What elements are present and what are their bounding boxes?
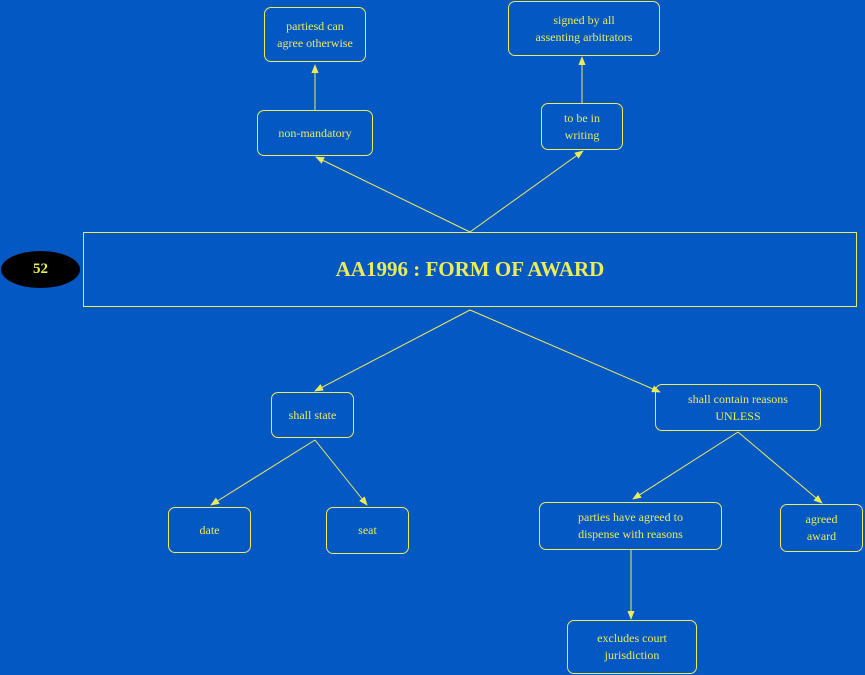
node-shall-contain-reasons: shall contain reasons UNLESS bbox=[655, 384, 821, 431]
node-date: date bbox=[168, 507, 251, 553]
main-title-box: AA1996 : FORM OF AWARD bbox=[83, 232, 857, 307]
edge-main-to-writing bbox=[469, 150, 584, 233]
node-signed-by-all: signed by all assenting arbitrators bbox=[508, 1, 660, 56]
edge-main-to-non-mandatory bbox=[315, 156, 471, 233]
node-to-be-in-writing: to be in writing bbox=[541, 103, 623, 150]
edge-reasons-to-agreed-award bbox=[737, 431, 823, 504]
edge-shall-state-to-seat bbox=[314, 439, 368, 506]
edge-reasons-to-dispense bbox=[632, 431, 739, 500]
node-parties-agreed-dispense: parties have agreed to dispense with rea… bbox=[539, 502, 722, 550]
node-non-mandatory: non-mandatory bbox=[257, 110, 373, 156]
page-title: AA1996 : FORM OF AWARD bbox=[335, 257, 605, 281]
node-parties-can-agree: partiesd can agree otherwise bbox=[264, 7, 366, 62]
node-agreed-award: agreed award bbox=[780, 504, 863, 552]
node-shall-state: shall state bbox=[271, 392, 354, 438]
node-seat: seat bbox=[326, 507, 409, 554]
edge-shall-state-to-date bbox=[210, 439, 316, 506]
edge-main-to-shall-state bbox=[314, 309, 471, 392]
node-excludes-court: excludes court jurisdiction bbox=[567, 620, 697, 674]
edge-main-to-reasons bbox=[469, 309, 661, 393]
slide-number-badge: 52 bbox=[1, 251, 80, 288]
